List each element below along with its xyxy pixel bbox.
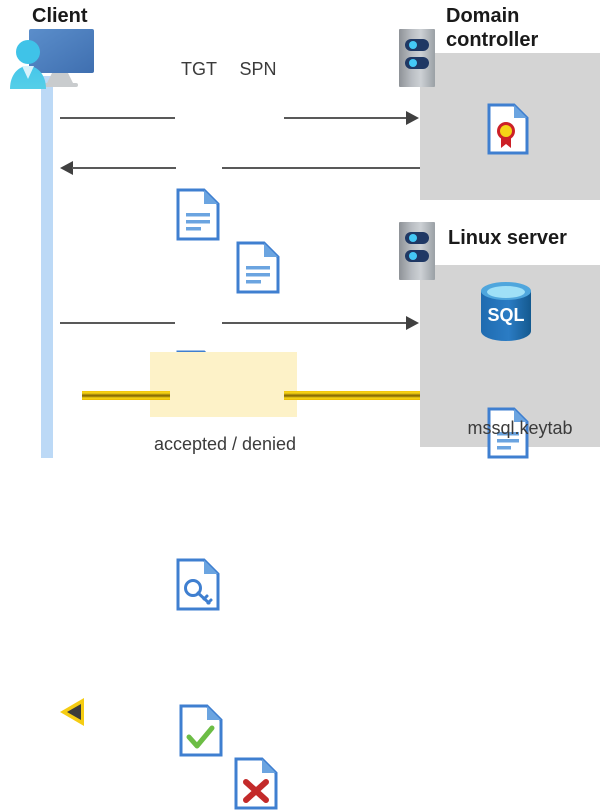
tgt-document-icon — [176, 188, 600, 241]
server-led-2 — [409, 59, 417, 67]
flow3-line-right — [222, 322, 408, 324]
linux-server-led-2 — [409, 252, 417, 260]
linux-server-bay-1 — [405, 232, 429, 244]
server-led-1 — [409, 41, 417, 49]
flow3-line-left — [60, 322, 175, 324]
client-lifeline — [41, 76, 53, 458]
flow4-line-left — [82, 391, 170, 400]
linux-server-server-icon — [399, 222, 435, 280]
flow1-arrowhead-right — [406, 111, 419, 125]
server-bay-1 — [405, 39, 429, 51]
svg-text:SQL: SQL — [487, 305, 524, 325]
keytab-filename-label: mssql.keytab — [467, 418, 573, 438]
label-tgt: TGT — [181, 59, 217, 79]
linux-server-bay-2 — [405, 250, 429, 262]
flow2-line-right — [222, 167, 420, 169]
flow1-line-left — [60, 117, 175, 119]
accepted-document-icon — [179, 704, 600, 757]
auth-result-label: accepted / denied — [153, 434, 297, 454]
keytab-document-icon — [487, 407, 600, 459]
linux-server-led-1 — [409, 234, 417, 242]
domain-controller-title-line1: Domain — [446, 5, 520, 27]
client-icon — [6, 27, 98, 89]
sql-database-icon: SQL — [477, 281, 535, 348]
page-title-client: Client — [32, 5, 88, 27]
domain-controller-server-icon — [399, 29, 435, 87]
page-title-domain-controller: Domain controller — [446, 4, 596, 52]
certificate-document-icon — [487, 103, 600, 155]
presented-ticket-document-icon — [176, 558, 600, 611]
spn-document-icon — [236, 241, 600, 294]
server-bay-2 — [405, 57, 429, 69]
flow3-arrowhead-right — [406, 316, 419, 330]
flow2-line-left — [72, 167, 176, 169]
flow4-line-right — [284, 391, 420, 400]
label-spn: SPN — [239, 59, 277, 79]
auth-result-highlight — [150, 352, 297, 417]
flow2-arrowhead-left — [60, 161, 73, 175]
diagram-canvas: Client — [6, 4, 600, 810]
flow1-line-right — [284, 117, 408, 119]
domain-controller-title-line2: controller — [446, 29, 539, 51]
flow4-arrowhead-left — [60, 698, 84, 726]
denied-document-icon — [234, 757, 600, 810]
page-title-linux-server: Linux server — [448, 227, 567, 249]
